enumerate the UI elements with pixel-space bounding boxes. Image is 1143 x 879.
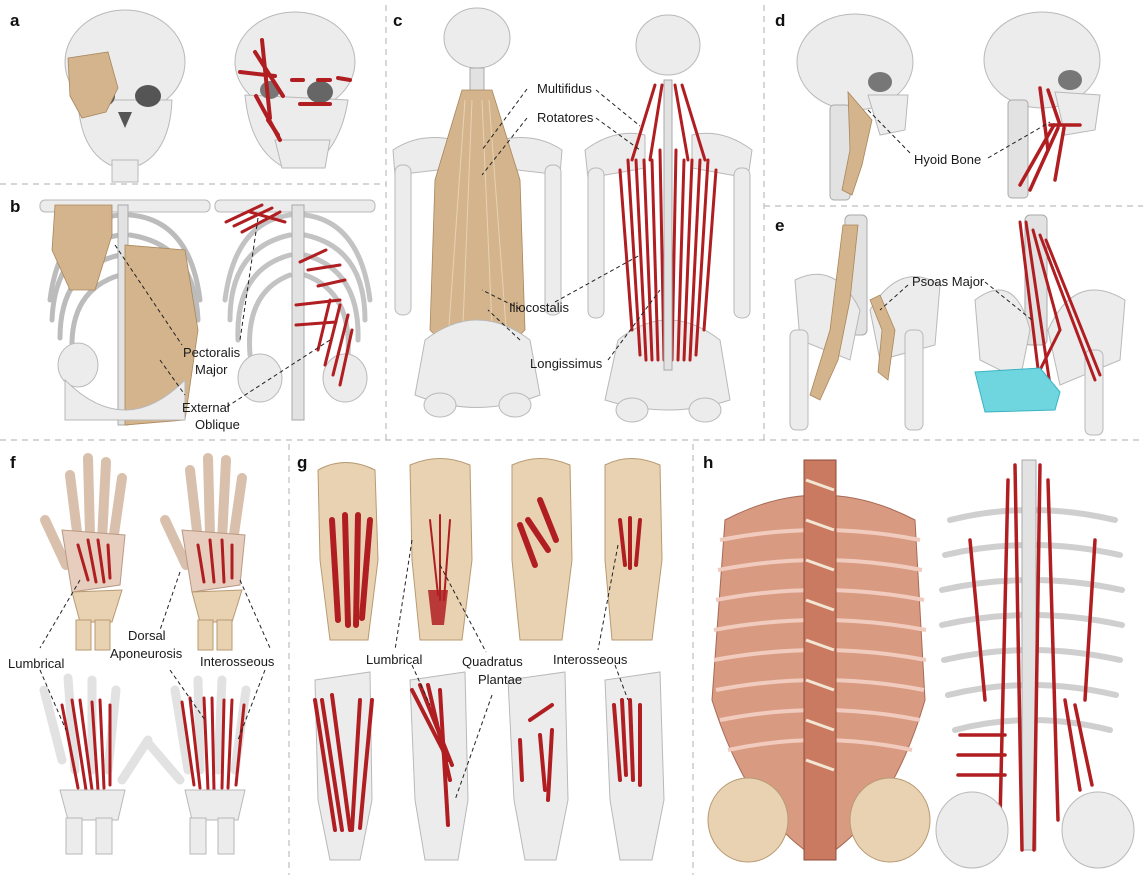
panel-a-letter: a xyxy=(10,11,20,30)
label-pectoralis: Pectoralis xyxy=(183,345,241,360)
label-interosseous-hand: Interosseous xyxy=(200,654,275,669)
foot-2-simplified xyxy=(410,672,468,860)
label-oblique: Oblique xyxy=(195,417,240,432)
label-major: Major xyxy=(195,362,228,377)
panel-h-letter: h xyxy=(703,453,713,472)
hand-dorsal-simplified xyxy=(150,680,246,854)
foot-1-original xyxy=(318,463,378,641)
hand-palm-simplified xyxy=(44,678,148,854)
panel-c-letter: c xyxy=(393,11,402,30)
foot-2-original xyxy=(410,459,472,641)
label-lumbrical-foot: Lumbrical xyxy=(366,652,422,667)
foot-3-original xyxy=(512,459,572,641)
panel-a: a xyxy=(10,10,355,182)
panel-f-letter: f xyxy=(10,453,16,472)
skull-side-simplified xyxy=(235,12,355,168)
panel-separators xyxy=(0,5,1143,875)
label-rotatores: Rotatores xyxy=(537,110,594,125)
torso-simplified xyxy=(215,200,375,420)
label-multifidus: Multifidus xyxy=(537,81,592,96)
skull-front-original xyxy=(65,10,185,182)
panel-d-letter: d xyxy=(775,11,785,30)
label-quadratus: Quadratus xyxy=(462,654,523,669)
panel-b: b Pectoralis Major External Oblique xyxy=(10,197,375,432)
label-aponeurosis: Aponeurosis xyxy=(110,646,183,661)
label-hyoid-bone: Hyoid Bone xyxy=(914,152,981,167)
panel-e-letter: e xyxy=(775,216,784,235)
label-iliocostalis: Iliocostalis xyxy=(509,300,569,315)
label-psoas-major: Psoas Major xyxy=(912,274,985,289)
back-full-original xyxy=(708,460,930,862)
torso-original xyxy=(40,200,210,425)
label-lumbrical-hand: Lumbrical xyxy=(8,656,64,671)
foot-4-original xyxy=(605,459,662,641)
foot-3-simplified xyxy=(508,672,568,860)
label-longissimus: Longissimus xyxy=(530,356,603,371)
foot-1-simplified xyxy=(315,672,372,860)
pelvis-original xyxy=(790,215,940,430)
label-plantae: Plantae xyxy=(478,672,522,687)
label-external: External xyxy=(182,400,230,415)
foot-4-simplified xyxy=(605,672,664,860)
panel-b-letter: b xyxy=(10,197,20,216)
back-simplified xyxy=(585,15,752,422)
panel-h: h xyxy=(703,453,1134,868)
hand-dorsal-original xyxy=(165,458,245,650)
label-dorsal: Dorsal xyxy=(128,628,166,643)
label-interosseous-foot: Interosseous xyxy=(553,652,628,667)
panel-g-letter: g xyxy=(297,453,307,472)
panel-c: c Multifidus Rotatores Iliocostalis Long… xyxy=(393,8,752,422)
hand-palm-original xyxy=(45,458,125,650)
neck-simplified xyxy=(984,12,1100,198)
neck-original xyxy=(797,14,913,200)
pelvis-simplified xyxy=(975,215,1125,435)
back-full-simplified xyxy=(936,460,1134,868)
panel-e: e Psoas Major xyxy=(775,215,1125,435)
panel-d: d Hyoid Bone xyxy=(775,11,1100,200)
panel-g: g Lumbrical Quadratus Plantae Interosseo… xyxy=(297,453,664,860)
panel-f: f Lumbrical Dorsal Aponeurosis Interosse… xyxy=(8,453,275,854)
